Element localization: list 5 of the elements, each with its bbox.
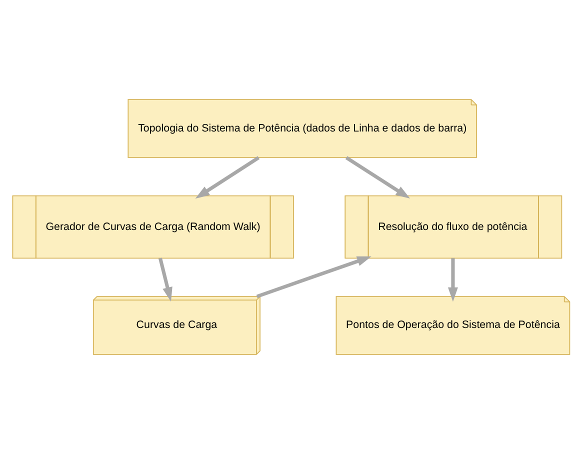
arrow <box>345 156 410 198</box>
arrow <box>158 257 172 302</box>
arrow <box>256 256 372 298</box>
arrow <box>448 258 458 302</box>
arrow <box>195 156 260 198</box>
